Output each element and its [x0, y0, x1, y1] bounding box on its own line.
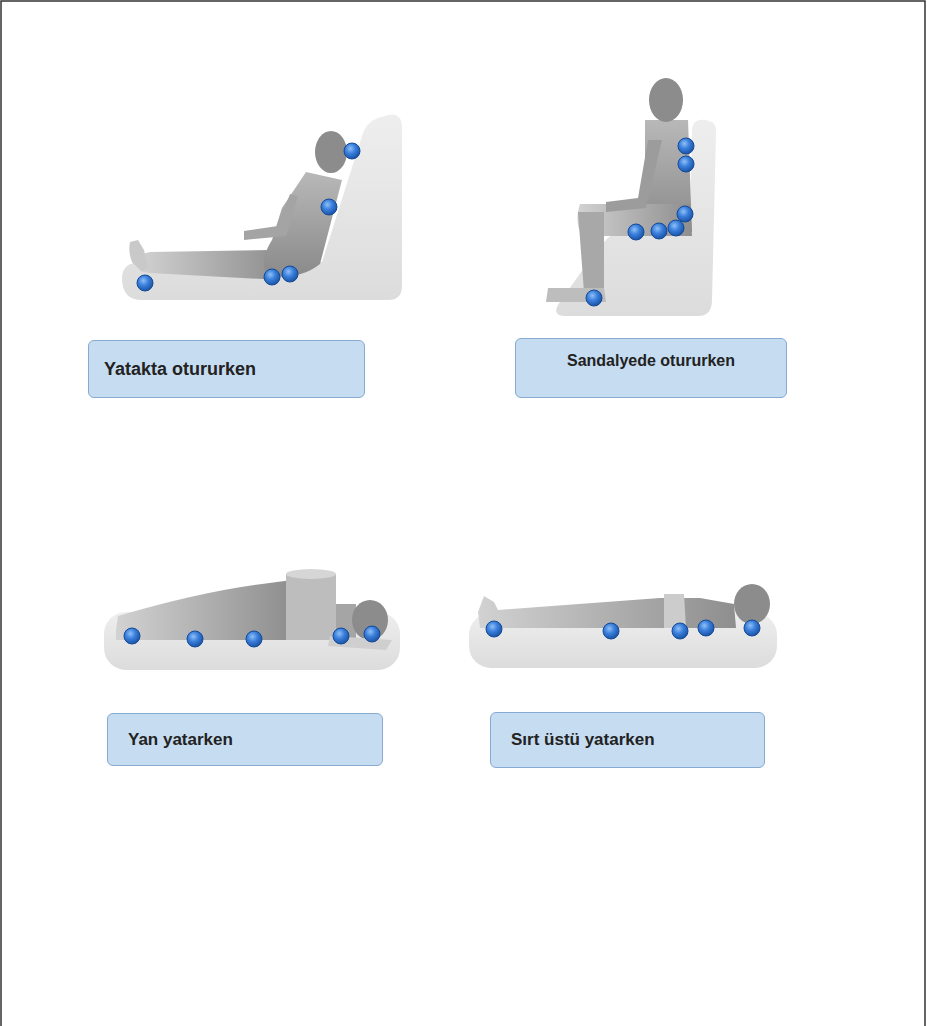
arm — [606, 140, 662, 212]
position-label: Yan yatarken — [128, 730, 233, 750]
arm — [244, 194, 298, 240]
label-box: Yatakta otururken — [88, 340, 365, 398]
pressure-dot — [187, 631, 203, 647]
pressure-dot — [124, 628, 140, 644]
side-lying-figure — [104, 569, 400, 670]
label-box: Sırt üstü yatarken — [490, 712, 765, 768]
pressure-dot — [678, 138, 694, 154]
body — [478, 596, 736, 628]
lower-leg — [578, 212, 604, 292]
pressure-dot — [586, 290, 602, 306]
pressure-dot — [282, 266, 298, 282]
position-label: Yatakta otururken — [104, 359, 256, 380]
label-box: Sandalyede otururken — [515, 338, 787, 398]
pressure-dot — [744, 620, 760, 636]
pressure-dot — [486, 621, 502, 637]
position-label: Sandalyede otururken — [567, 352, 735, 370]
arm — [664, 594, 686, 628]
pressure-dot — [672, 623, 688, 639]
legs — [138, 250, 280, 280]
pressure-dot — [137, 275, 153, 291]
bed-sitting-figure — [122, 115, 402, 300]
head — [734, 584, 770, 624]
pressure-dot — [264, 269, 280, 285]
head — [315, 131, 347, 173]
chair-shape — [556, 120, 716, 316]
torso — [264, 172, 342, 277]
shoulder-top — [286, 569, 336, 579]
back-lying-figure — [469, 584, 777, 668]
pressure-dot — [698, 620, 714, 636]
chair-sitting-figure — [546, 78, 716, 316]
shoulder — [286, 574, 336, 640]
pressure-dot — [333, 628, 349, 644]
pressure-dot — [651, 223, 667, 239]
pressure-dot — [344, 143, 360, 159]
body — [116, 580, 292, 640]
bed-shape — [122, 115, 402, 300]
position-label: Sırt üstü yatarken — [511, 730, 655, 750]
label-box: Yan yatarken — [107, 713, 383, 766]
pressure-dot — [668, 220, 684, 236]
pressure-dot — [246, 631, 262, 647]
pressure-dot — [321, 199, 337, 215]
head — [649, 78, 683, 122]
pressure-dot — [678, 156, 694, 172]
pressure-dot — [628, 224, 644, 240]
pressure-dot — [364, 626, 380, 642]
feet — [129, 240, 148, 272]
pressure-dot — [603, 623, 619, 639]
pressure-dot — [677, 206, 693, 222]
